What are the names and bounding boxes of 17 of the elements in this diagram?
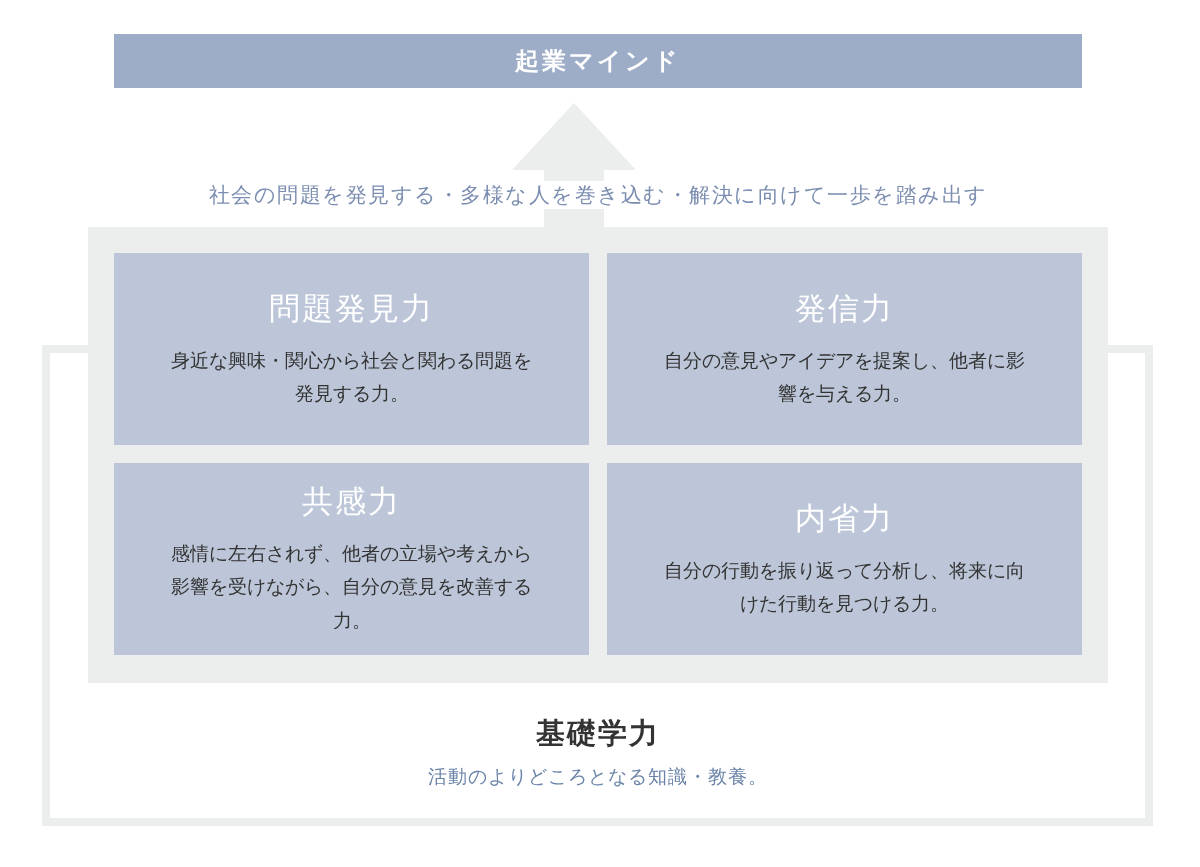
panel-background [88,227,1108,683]
foundation-title: 基礎学力 [535,715,660,752]
skill-title: 共感力 [302,482,401,522]
skill-card [114,463,589,655]
skill-title: 内省力 [795,498,894,538]
skill-card [114,253,589,445]
skill-description: 身近な興味・関心から社会と関わる問題を発見する力。 [170,347,533,406]
skill-description: 自分の意見やアイデアを提案し、他者に影響を与える力。 [663,347,1026,406]
skill-title: 問題発見力 [269,288,434,328]
header-bar [114,34,1082,88]
skill-card [607,253,1082,445]
foundation-description: 活動のよりどころとなる知識・教養。 [427,764,768,789]
skill-card [607,463,1082,655]
skill-description: 感情に左右されず、他者の立場や考えから影響を受けながら、自分の意見を改善する力。 [170,541,533,633]
skill-description: 自分の行動を振り返って分析し、将来に向けた行動を見つける力。 [663,557,1026,616]
skill-title: 発信力 [795,288,894,328]
header-title: 起業マインド [515,46,681,77]
